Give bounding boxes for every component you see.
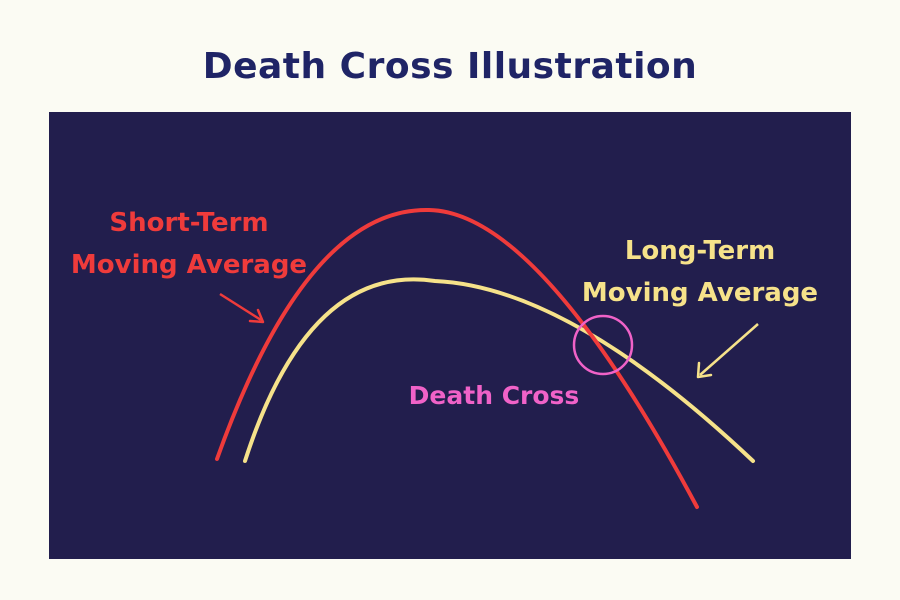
long-term-label-line1: Long-Term — [625, 236, 775, 266]
short-term-label-line2: Moving Average — [71, 250, 307, 280]
short-term-curve — [215, 207, 699, 509]
death-cross-diagram: Short-Term Moving Average Long-Term Movi… — [71, 207, 818, 509]
arrow-short-term-icon — [219, 292, 265, 324]
short-term-label-line1: Short-Term — [109, 208, 268, 238]
page-title: Death Cross Illustration — [202, 46, 698, 87]
long-term-label-line2: Moving Average — [582, 278, 818, 308]
long-term-curve — [243, 277, 755, 463]
arrow-long-term-icon — [696, 323, 759, 379]
death-cross-label: Death Cross — [409, 381, 580, 410]
diagram-panel: Short-Term Moving Average Long-Term Movi… — [49, 112, 851, 559]
crossover-circle — [572, 314, 634, 376]
